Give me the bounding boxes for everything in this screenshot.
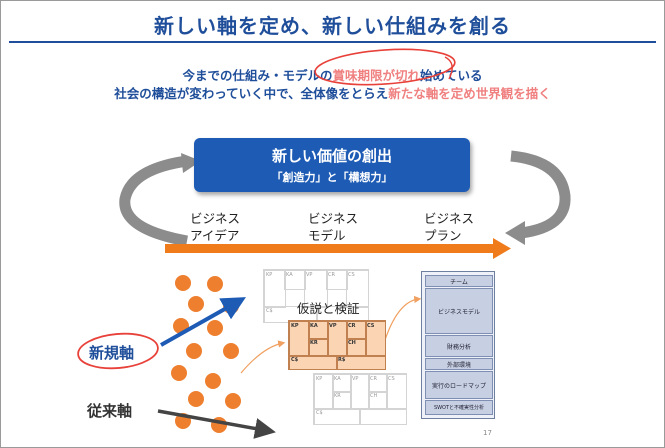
canvas-cell-ka: KA (334, 376, 341, 382)
stage-label-line2: プラン (424, 228, 462, 243)
canvas-cell-cr: CR (348, 323, 356, 329)
cycle-arrow-left (119, 155, 188, 247)
new-axis-arrow (160, 297, 246, 347)
canvas-cell-kp: KP (316, 376, 323, 382)
hypothesis-label: 仮説と検証 (297, 301, 360, 316)
lead-line-2: 社会の構造が変わっていく中で、全体像をとらえ新たな軸を定め世界観を描く (1, 83, 664, 102)
stage-business-model: ビジネスモデル (308, 210, 358, 244)
canvas-cell-cr: CR (328, 272, 335, 278)
stage-label-line2: アイデア (190, 228, 240, 243)
canvas-cell-vp: VP (306, 272, 313, 278)
canvas-cell-ka: KA (286, 272, 293, 278)
old-axis-arrow (157, 409, 276, 439)
stage-label-line1: ビジネス (308, 211, 359, 226)
stage-label-line1: ビジネス (190, 211, 241, 226)
new-axis-circle (77, 332, 159, 370)
idea-dots (171, 275, 241, 433)
canvas-cell-cs: CS (348, 272, 355, 278)
new-axis-label: 新規軸 (89, 344, 135, 362)
canvas-cell-revenue: R$ (338, 357, 346, 363)
canvas-cell-cs: CS (367, 323, 375, 329)
canvas-cell-ka: KA (310, 323, 318, 329)
lead-line-1-highlight: 賞味期限が切れ (332, 68, 420, 83)
business-plan-stack: チーム ビジネスモデル 財務分析 外部環境 実行のロードマップ SWOTと不確実… (421, 271, 495, 419)
stage-business-idea: ビジネスアイデア (190, 210, 240, 244)
connector-dots-to-canvas (240, 340, 286, 374)
canvas-cell-cost: C$ (266, 308, 273, 314)
lead-line-2-highlight: 新たな軸を定め世界観を描く (388, 86, 551, 101)
lead-line-1-a: 今までの仕組み・モデルの (182, 68, 333, 83)
title-underline (9, 41, 656, 43)
business-model-canvas-faint-bottom: KP KA KR VP CR CH CS C$ (313, 373, 407, 425)
canvas-cell-kr: KR (334, 393, 341, 399)
highlight-circle-tail (444, 56, 453, 80)
canvas-cell-ch: CH (348, 340, 356, 346)
cycle-arrow-right (510, 150, 571, 239)
canvas-cell-cost: C$ (316, 410, 323, 416)
canvas-cell-cr: CR (370, 376, 377, 382)
canvas-cell-ch: CH (370, 393, 378, 399)
value-box-title: 新しい価値の創出 (271, 147, 392, 165)
canvas-cell-cost: C$ (291, 357, 299, 363)
cycle-arrow-right-head (505, 221, 525, 245)
canvas-cell-kp: KP (266, 272, 273, 278)
plan-item-business-model: ビジネスモデル (425, 288, 493, 334)
plan-item-external-environment: 外部環境 (425, 358, 493, 370)
connector-canvas-to-plan (382, 295, 422, 347)
canvas-cell-kr: KR (310, 340, 318, 346)
canvas-cell-vp: VP (329, 323, 337, 329)
lead-line-1: 今までの仕組み・モデルの賞味期限が切れ始めている (1, 65, 664, 84)
lead-line-2-a: 社会の構造が変わっていく中で、全体像をとらえ (114, 86, 389, 101)
slide-title: 新しい軸を定め、新しい仕組みを創る (154, 14, 511, 38)
plan-item-team: チーム (425, 275, 493, 287)
stage-business-plan: ビジネスプラン (424, 210, 474, 244)
cycle-arrow-left-head (181, 153, 201, 173)
old-axis-label: 従来軸 (87, 402, 133, 420)
value-box-subtitle: 「創造力」と「構想力」 (271, 171, 393, 184)
progress-arrow-head (493, 238, 511, 259)
plan-item-swot: SWOTと不確実性分析 (425, 400, 493, 415)
canvas-cell-kp: KP (291, 323, 299, 329)
stage-label-line2: モデル (308, 228, 346, 243)
value-creation-box: 新しい価値の創出 「創造力」と「構想力」 (194, 138, 470, 192)
page-number: 17 (483, 429, 492, 437)
canvas-cell-cs: CS (388, 376, 395, 382)
plan-item-roadmap: 実行のロードマップ (425, 371, 493, 399)
plan-item-financial-analysis: 財務分析 (425, 335, 493, 357)
progress-arrow-shaft (165, 244, 495, 253)
stage-label-line1: ビジネス (424, 211, 475, 226)
highlight-circle (314, 48, 456, 86)
canvas-cell-vp: VP (352, 376, 359, 382)
business-model-canvas: KP KA KR VP CR CH CS C$ R$ (288, 320, 386, 370)
